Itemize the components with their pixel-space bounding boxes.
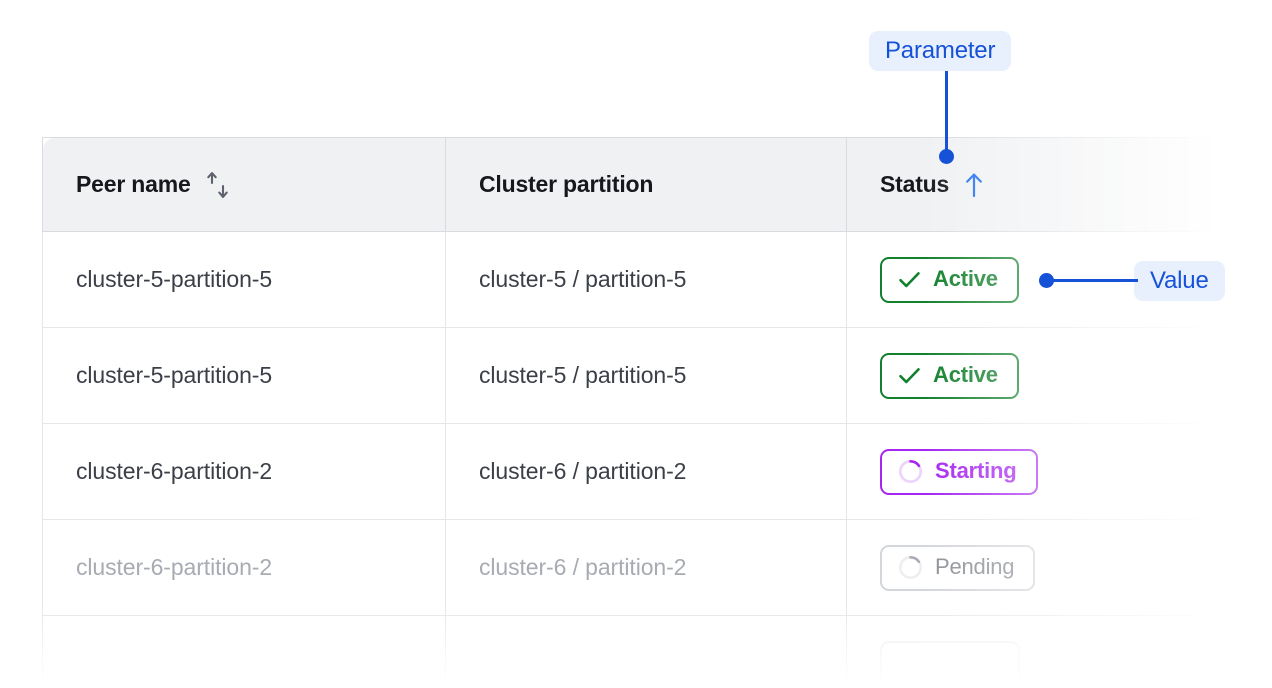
cell-cluster-partition: cluster-6 / partition-2 (445, 519, 847, 616)
cell-cluster-partition (445, 615, 847, 688)
spinner-icon (899, 556, 922, 579)
table-row[interactable] (42, 615, 1232, 688)
annotation-dot-parameter (939, 149, 954, 164)
column-header-cluster-partition-label: Cluster partition (479, 171, 654, 197)
cell-status: Active (846, 327, 1232, 424)
status-badge-active: Active (880, 352, 1019, 399)
cell-status (846, 615, 1232, 688)
cell-cluster-partition: cluster-5 / partition-5 (445, 327, 847, 424)
cell-status: Starting (846, 423, 1232, 520)
column-header-status[interactable]: Status (846, 137, 1232, 232)
annotation-dot-value (1039, 273, 1054, 288)
peers-table-container: Peer name Cluster partition (42, 137, 1232, 688)
table-header: Peer name Cluster partition (42, 137, 1232, 232)
status-badge-label: Pending (935, 553, 1015, 579)
peers-table: Peer name Cluster partition (42, 137, 1232, 688)
check-icon (899, 272, 920, 288)
cell-peer-name: cluster-6-partition-2 (42, 423, 446, 520)
column-header-peer-name-label: Peer name (76, 171, 191, 197)
status-badge-label: Active (933, 361, 998, 387)
check-icon (899, 368, 920, 384)
status-badge-pending: Pending (880, 544, 1036, 591)
table-body: cluster-5-partition-5 cluster-5 / partit… (42, 231, 1232, 688)
table-row[interactable]: cluster-5-partition-5 cluster-5 / partit… (42, 327, 1232, 424)
status-badge-label: Starting (935, 457, 1017, 483)
status-badge-placeholder (880, 640, 1020, 687)
status-badge-active: Active (880, 256, 1019, 303)
table-header-row: Peer name Cluster partition (42, 137, 1232, 232)
spinner-icon (899, 460, 922, 483)
cell-cluster-partition: cluster-5 / partition-5 (445, 231, 847, 328)
cell-peer-name: cluster-6-partition-2 (42, 519, 446, 616)
column-header-peer-name[interactable]: Peer name (42, 137, 446, 232)
column-header-status-label: Status (880, 171, 950, 197)
annotation-connector-value (1052, 279, 1138, 282)
column-header-cluster-partition[interactable]: Cluster partition (445, 137, 847, 232)
annotation-label-value: Value (1134, 261, 1225, 301)
status-badge-label: Active (933, 265, 998, 291)
cell-peer-name: cluster-5-partition-5 (42, 231, 446, 328)
annotation-label-parameter: Parameter (869, 31, 1012, 71)
arrow-up-icon[interactable] (963, 172, 985, 198)
cell-status: Pending (846, 519, 1232, 616)
table-row[interactable]: cluster-6-partition-2 cluster-6 / partit… (42, 519, 1232, 616)
cell-peer-name: cluster-5-partition-5 (42, 327, 446, 424)
annotation-connector-parameter (945, 71, 948, 153)
table-row[interactable]: cluster-6-partition-2 cluster-6 / partit… (42, 423, 1232, 520)
status-badge-starting: Starting (880, 448, 1038, 495)
sort-both-icon[interactable] (205, 170, 231, 200)
cell-peer-name (42, 615, 446, 688)
cell-cluster-partition: cluster-6 / partition-2 (445, 423, 847, 520)
